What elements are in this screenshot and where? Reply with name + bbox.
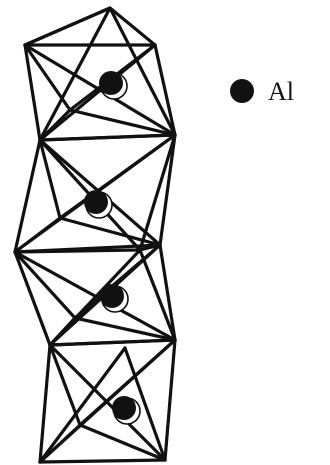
octahedron-4-edge [50, 345, 80, 425]
octahedron-3-edge [50, 318, 75, 345]
octahedron-2-edge [140, 135, 175, 250]
octahedron-1-edge [25, 8, 110, 45]
legend: Al [230, 77, 294, 106]
octahedron-1 [25, 8, 175, 140]
octahedron-4-edge [40, 425, 80, 462]
octahedron-3-edge [15, 252, 75, 318]
octahedron-3-edge [75, 318, 175, 340]
octahedron-2-edge [60, 135, 175, 218]
octahedron-3 [15, 245, 175, 345]
al-atom-3 [100, 284, 128, 312]
al-atom-2 [84, 190, 112, 218]
octahedron-1-edge [40, 8, 110, 140]
octahedron-4-edge [80, 425, 165, 460]
octahedron-3-edge [140, 250, 175, 340]
octahedron-4 [40, 340, 175, 462]
octahedron-1-edge [70, 110, 175, 135]
legend-atom-symbol [230, 79, 254, 103]
al-atom-4 [112, 396, 140, 424]
legend-label: Al [268, 77, 294, 106]
al-atom-1 [99, 71, 127, 99]
